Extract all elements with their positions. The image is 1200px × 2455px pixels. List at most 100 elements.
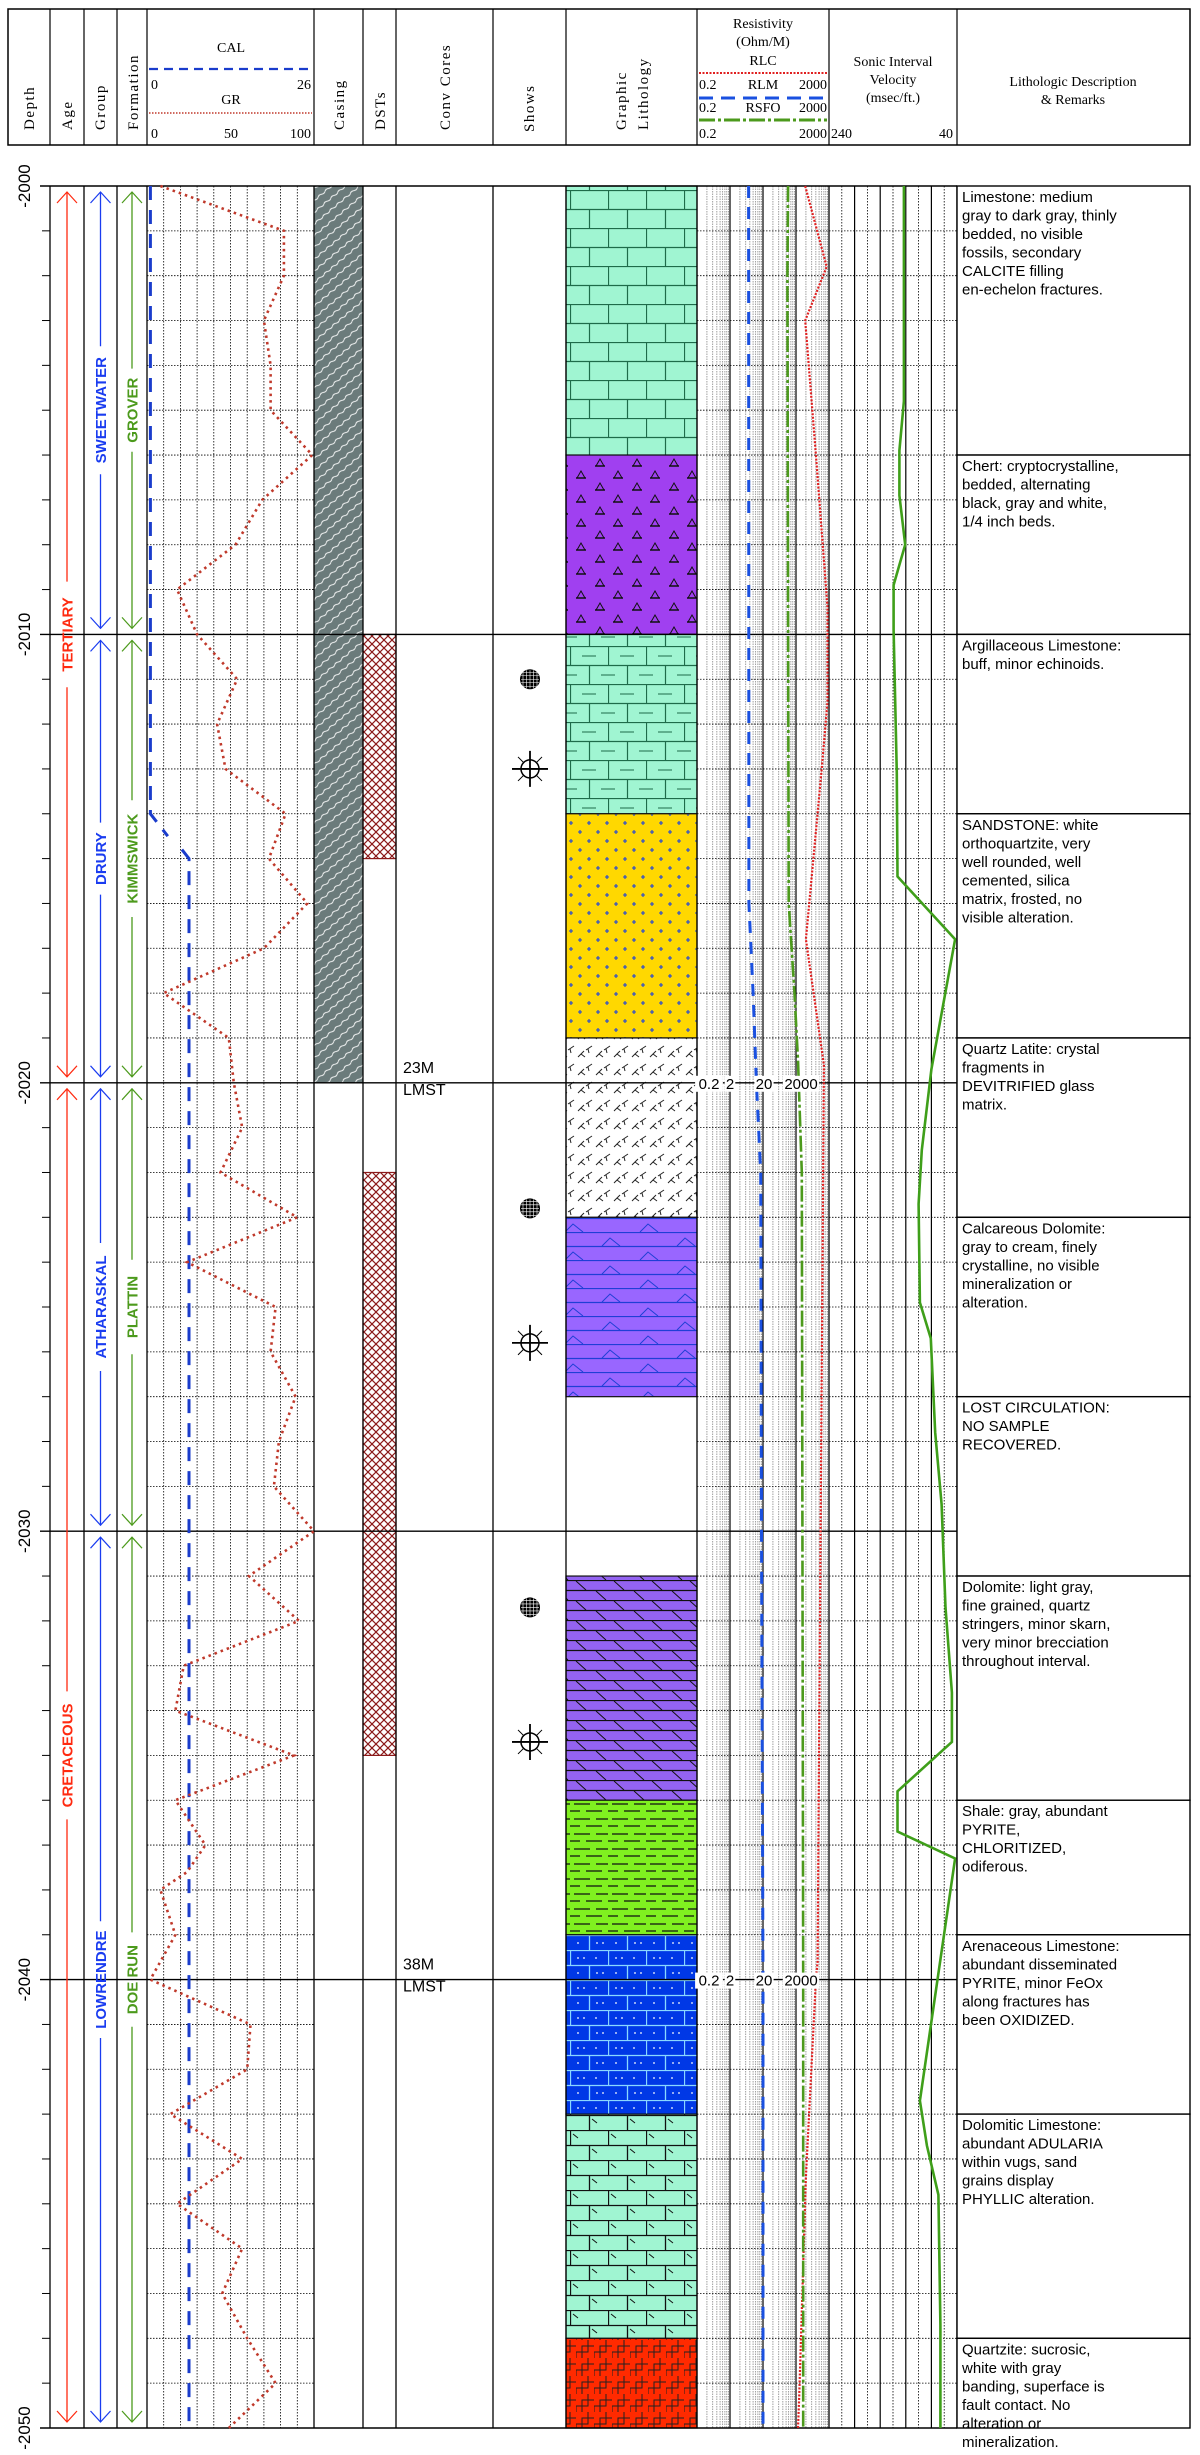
rlc-label: RLC [749, 54, 776, 69]
description-line: orthoquartzite, very [962, 835, 1091, 852]
gas-show-icon [512, 750, 548, 787]
gas-show-icon [512, 1723, 548, 1760]
lithology-limestone [565, 185, 698, 456]
gas-show-rays [517, 1729, 543, 1755]
lithology-dolomite [565, 1575, 698, 1801]
arrow-down-icon [56, 2410, 78, 2423]
cal-scale-min: 0 [151, 78, 158, 93]
resistivity-scale-label-bg [782, 1075, 820, 1092]
description-line: alteration. [962, 1294, 1028, 1311]
resistivity-scale-label: 20 [756, 1973, 773, 1990]
description-header: Lithologic Description [1009, 75, 1136, 90]
lithology-shale [565, 1799, 698, 1936]
gas-show-icon [512, 1324, 548, 1361]
header-conv-cores: Conv Cores [438, 44, 454, 130]
description-line: 1/4 inch beds. [962, 514, 1055, 531]
description-line: gray to dark gray, thinly [962, 208, 1117, 225]
description-line: DEVITRIFIED glass [962, 1078, 1095, 1095]
age-label: TERTIARY [60, 597, 77, 671]
description-box [956, 454, 1191, 636]
resistivity-scale-label-bg [754, 1075, 774, 1092]
description-line: mineralization. [962, 2434, 1059, 2451]
description-box [956, 2337, 1191, 2429]
resistivity-scale-label: 20 [756, 1076, 773, 1093]
rlc-scale-min: 0.2 [699, 127, 717, 142]
description-line: gray to cream, finely [962, 1239, 1098, 1256]
cal-curve [148, 186, 169, 838]
arrow-down-icon [90, 1065, 111, 1078]
arrow-down-icon [121, 1065, 143, 1078]
sonic-scale-max: 40 [939, 127, 953, 142]
description-box [956, 1037, 1191, 1219]
arrow-down-icon [121, 616, 143, 630]
description-line: Arenaceous Limestone: [962, 1938, 1120, 1955]
resistivity-scale-label-bg [782, 1972, 820, 1989]
arrow-up-icon [90, 1087, 111, 1101]
depth-label: -2040 [15, 1958, 34, 2001]
rlm-scale-min: 0.2 [699, 78, 717, 93]
arrow-up-icon [121, 1087, 143, 1101]
resistivity-scale-label: 2 [726, 1076, 734, 1093]
description-box [956, 1216, 1191, 1398]
stratigraphy: TERTIARYCRETACEOUSSWEETWATERDRURYATHARAS… [56, 191, 143, 2423]
resistivity-units: (Ohm/M) [736, 35, 790, 50]
dst-interval [362, 1171, 397, 1756]
gr-scale-min: 0 [151, 127, 158, 142]
description-line: fault contact. No [962, 2397, 1070, 2414]
description-line: PYRITE, minor FeOx [962, 1975, 1103, 1992]
description-line: abundant disseminated [962, 1956, 1117, 1973]
description-line: abundant ADULARIA [962, 2136, 1103, 2153]
description-line: crystalline, no visible [962, 1257, 1100, 1274]
rlc-curve [796, 185, 829, 2429]
description-line: very minor brecciation [962, 1635, 1109, 1652]
gr-label: GR [221, 93, 241, 108]
rlc-scale-max: 2000 [799, 127, 827, 142]
lithology-quartz-latite [565, 1037, 698, 1218]
cal-curve [180, 848, 191, 2428]
description-line: en-echelon fractures. [962, 282, 1103, 299]
header-frame [7, 8, 1191, 146]
gr-scale-max: 100 [290, 127, 311, 142]
group-label: DRURY [93, 832, 110, 885]
description-line: been OXIDIZED. [962, 2012, 1075, 2029]
description-line: odiferous. [962, 1859, 1028, 1876]
formation-label: DOE RUN [125, 1945, 142, 2014]
description-line: black, gray and white, [962, 495, 1107, 512]
description-line: Dolomitic Limestone: [962, 2117, 1101, 2134]
description-line: CALCITE filling [962, 263, 1064, 280]
rlm-label: RLM [748, 78, 779, 93]
lithology-arenaceous-limestone [565, 1934, 698, 2115]
description-line: alteration or [962, 2415, 1041, 2432]
description-line: Quartzite: sucrosic, [962, 2341, 1090, 2358]
core-label-length: 23M [403, 1060, 434, 1077]
lithology-quartzite [565, 2337, 698, 2429]
resistivity-title: Resistivity [733, 17, 793, 32]
description-line: PHYLLIC alteration. [962, 2191, 1095, 2208]
description-box [956, 633, 1191, 815]
description-line: matrix, frosted, no [962, 891, 1082, 908]
sonic-units: (msec/ft.) [866, 91, 920, 106]
core-label-lithology: LMST [403, 1082, 446, 1099]
description-line: white with gray [961, 2360, 1062, 2377]
description-header-remarks: & Remarks [1041, 93, 1105, 108]
age-label: CRETACEOUS [60, 1703, 77, 1807]
resistivity-scale-label-bg [695, 1972, 723, 1989]
sonic-scale-min: 240 [831, 127, 852, 142]
depth-label: -2020 [15, 1061, 34, 1104]
description-line: within vugs, sand [961, 2154, 1077, 2171]
resistivity-scale-label: 0.2 [699, 1973, 720, 1990]
gas-show-rays [517, 756, 543, 782]
oil-show-icon [520, 669, 540, 690]
header-shows: Shows [522, 84, 538, 132]
header-dsts: DSTs [373, 91, 389, 130]
description-line: bedded, no visible [962, 226, 1083, 243]
gas-show-cross [512, 750, 548, 787]
description-line: along fractures has [962, 1993, 1090, 2010]
gas-show-cross [512, 1324, 548, 1361]
resistivity-scale-label-bg [695, 1075, 723, 1092]
description-line: Shale: gray, abundant [962, 1803, 1108, 1820]
arrow-down-icon [90, 1513, 111, 1527]
arrow-up-icon [90, 639, 111, 652]
